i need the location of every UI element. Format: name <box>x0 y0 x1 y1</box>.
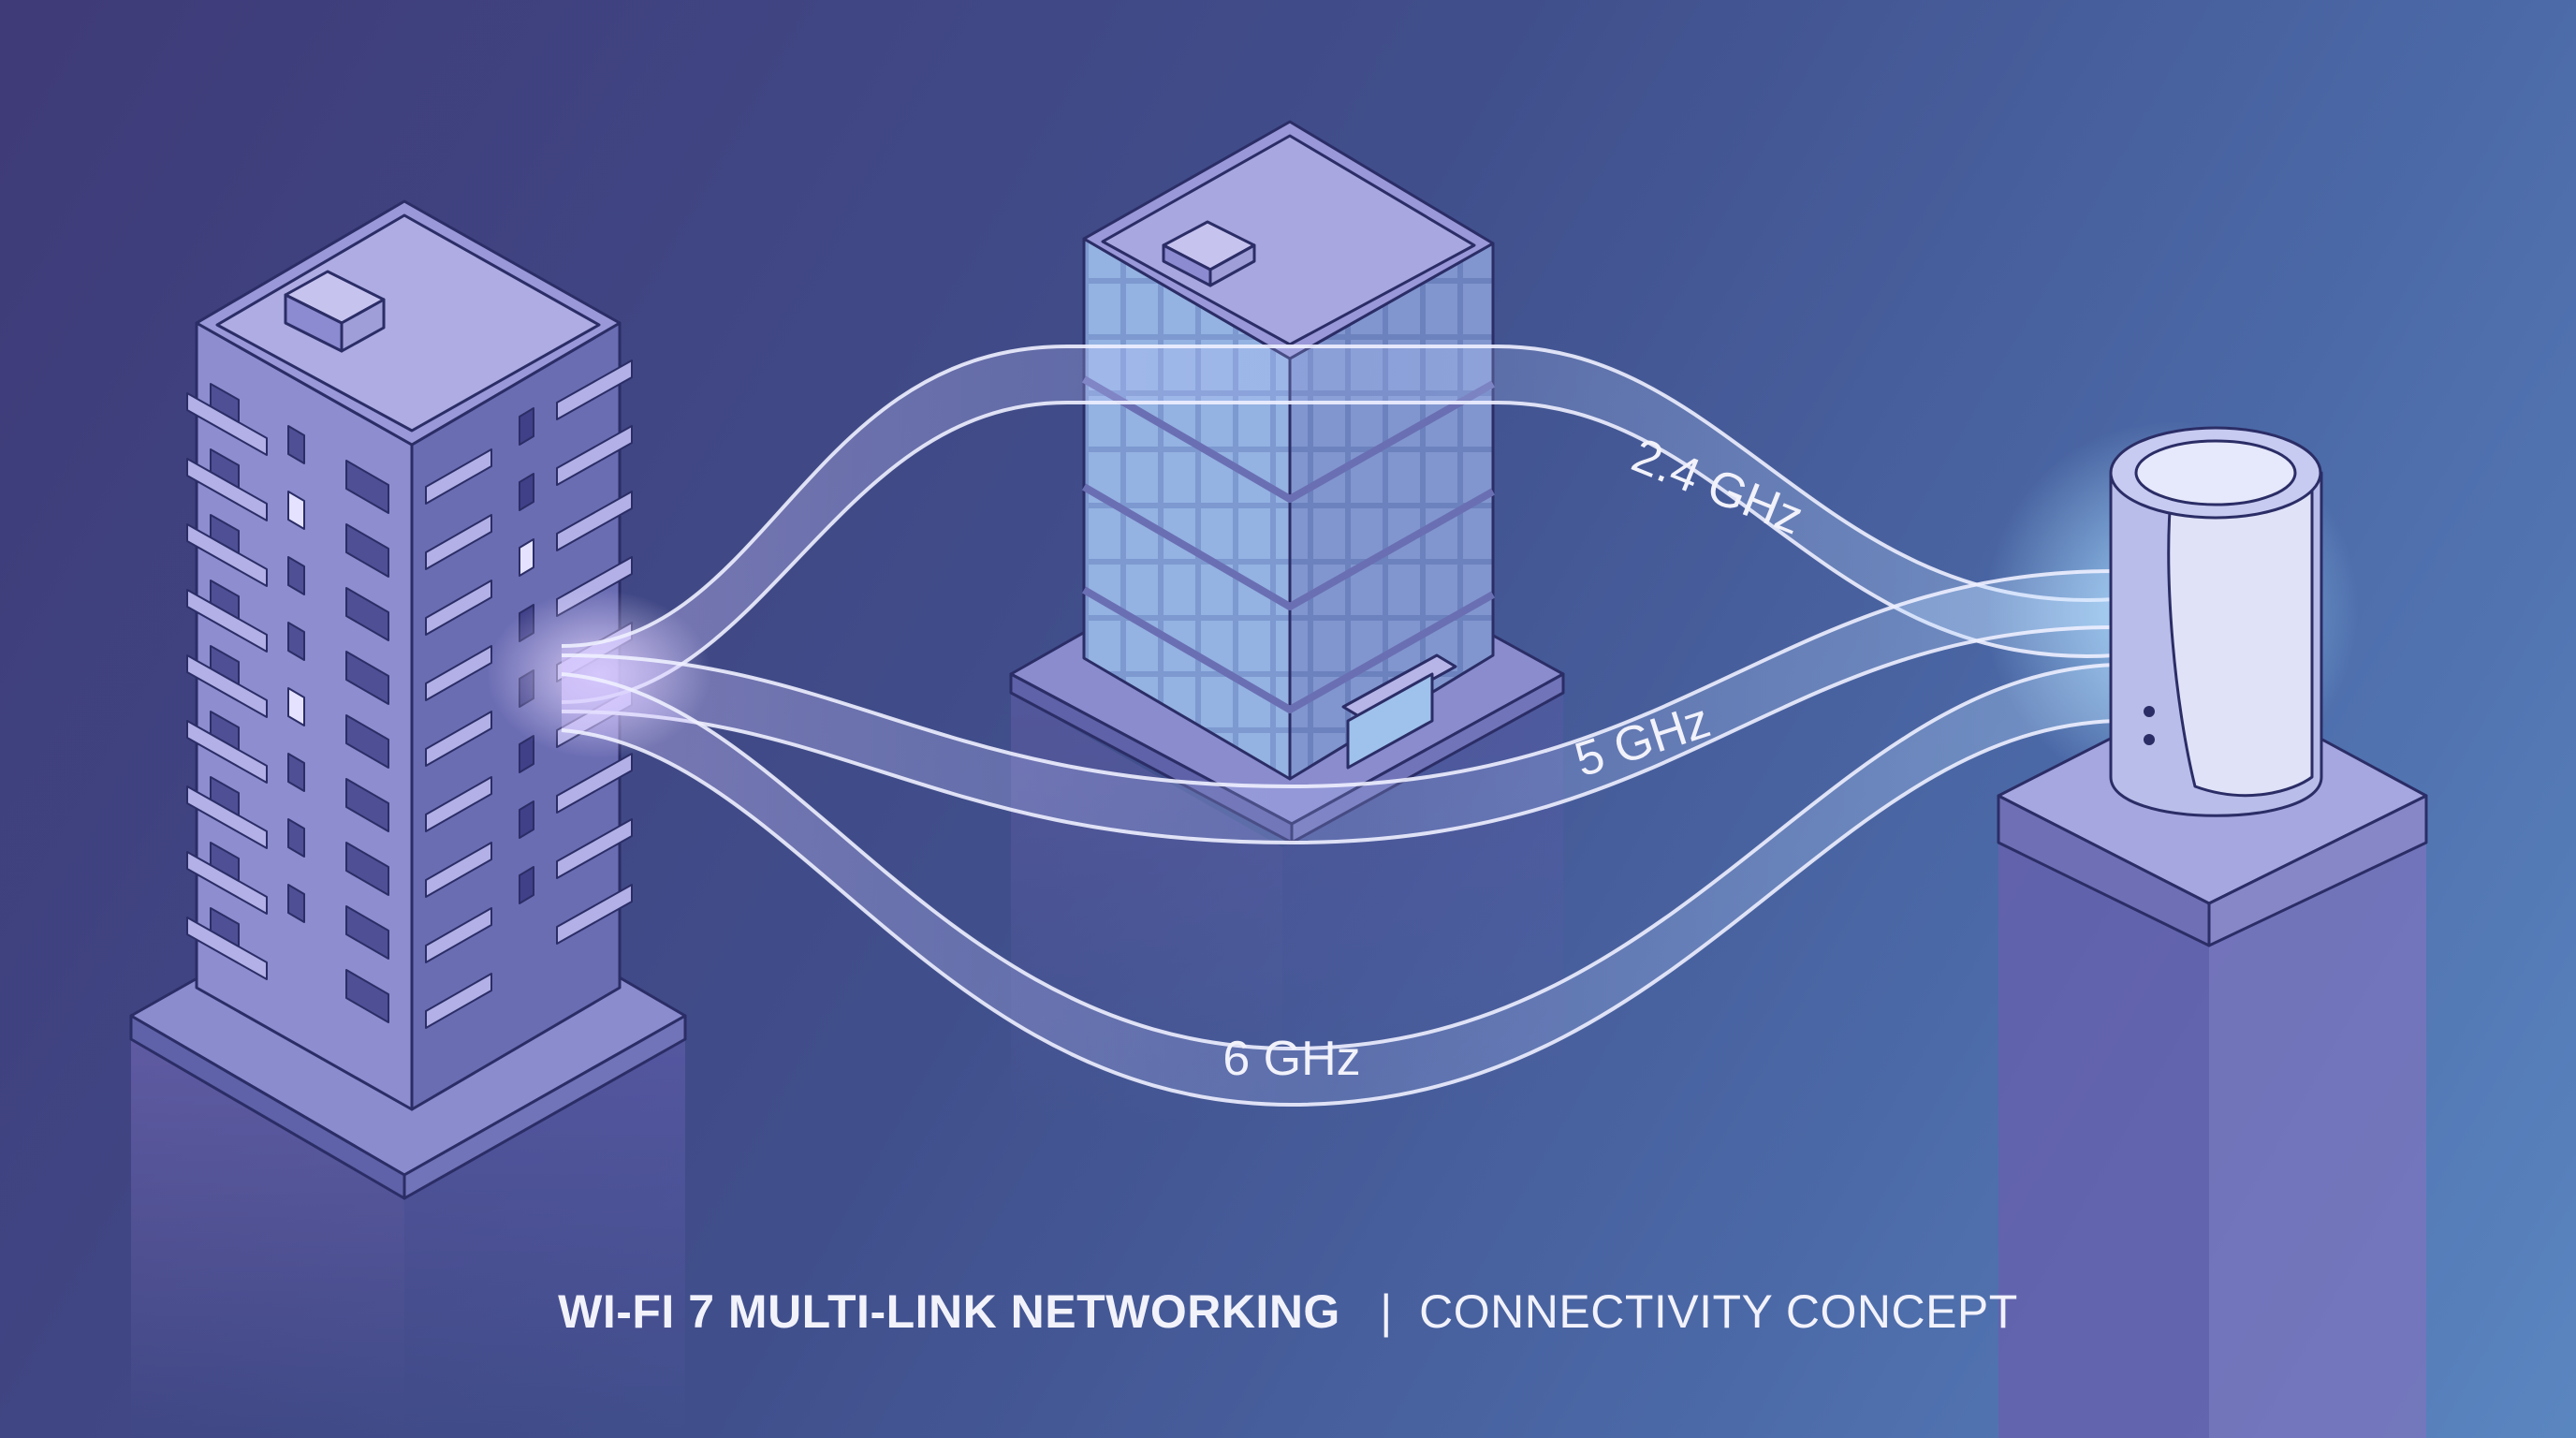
band-2-4ghz-ribbon <box>562 346 2115 702</box>
caption-title: WI-FI 7 MULTI-LINK NETWORKING <box>558 1285 1340 1338</box>
left-pedestal <box>131 1039 685 1438</box>
caption-separator: | <box>1380 1285 1393 1338</box>
band-6ghz-ribbon <box>562 665 2115 1105</box>
office-tower-icon <box>1009 120 1565 844</box>
caption-subtitle: CONNECTIVITY CONCEPT <box>1419 1285 2018 1338</box>
band-label-6ghz: 6 GHz <box>1222 1032 1360 1086</box>
band-5ghz-ribbon <box>562 571 2115 843</box>
wifi-router-icon <box>1997 426 2428 947</box>
caption: WI-FI 7 MULTI-LINK NETWORKING | CONNECTI… <box>0 1284 2576 1339</box>
right-pedestal <box>1998 843 2426 1438</box>
